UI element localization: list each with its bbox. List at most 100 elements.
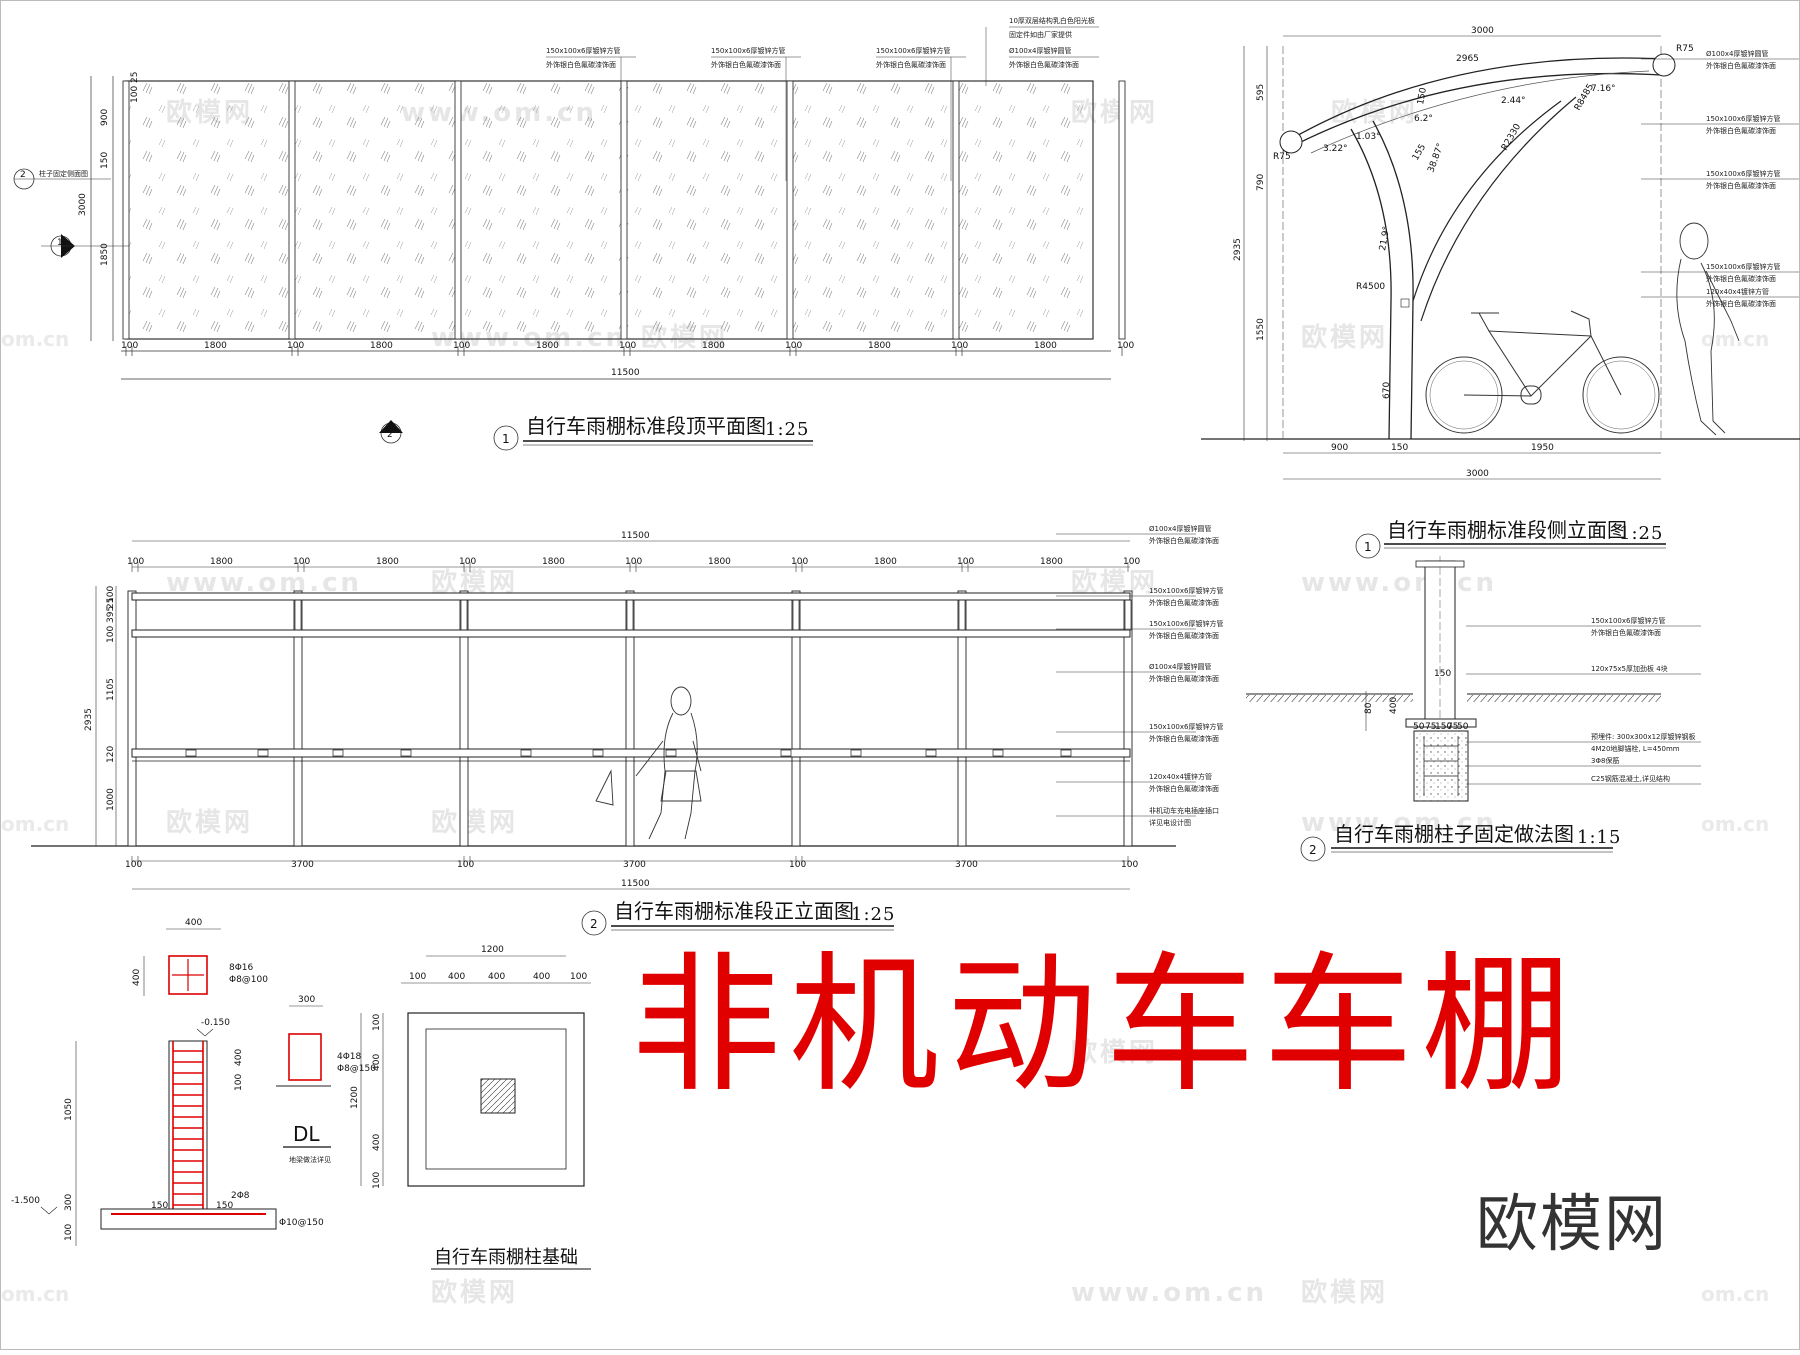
front-post xyxy=(791,590,801,847)
fs-beam-side-0: 400 xyxy=(234,1049,244,1066)
fs-beam-side-1: 100 xyxy=(234,1074,244,1091)
charging-socket xyxy=(400,749,412,757)
watermark-text: www.om.cn xyxy=(1301,568,1497,598)
plan-callout-line2: 外饰银白色氟碳漆饰面 xyxy=(546,60,616,69)
side-callout-line2: 外饰银白色氟碳漆饰面 xyxy=(1706,274,1776,283)
side-callout-line1: Ø100x4厚镀锌圆管 xyxy=(1706,49,1768,58)
front-callout-line2: 外饰银白色氟碳漆饰面 xyxy=(1149,784,1219,793)
side-left-dim-4: 670 xyxy=(1382,382,1392,399)
charging-socket xyxy=(992,749,1004,757)
plan-post xyxy=(122,80,130,340)
front-dim-left: 100 xyxy=(106,626,116,643)
front-dim-left: 2935 xyxy=(84,708,94,731)
side-callout-line2: 外饰银白色氟碳漆饰面 xyxy=(1706,181,1776,190)
front-dim-top: 100 xyxy=(293,557,310,567)
plan-post xyxy=(620,80,628,340)
side-top-dim-0: 3000 xyxy=(1471,26,1494,36)
front-callout-line1: Ø100x4厚镀锌圆管 xyxy=(1149,524,1211,533)
plan-dim-left-3: 1850 xyxy=(100,243,110,266)
fs-side-dim: 400 xyxy=(132,969,142,986)
front-callout-line2: 外饰银白色氟碳漆饰面 xyxy=(1149,631,1219,640)
side-angle-4: 1.03° xyxy=(1356,132,1381,142)
front-post xyxy=(1123,590,1133,847)
front-dim-bottom: 100 xyxy=(1121,860,1138,870)
front-dim-bottom: 3700 xyxy=(623,860,646,870)
front-post xyxy=(625,590,635,847)
fp-dim-top: 100 xyxy=(409,972,426,982)
front-dim-top: 100 xyxy=(957,557,974,567)
plan-dim-bottom: 1800 xyxy=(204,341,227,351)
fs-bottom-label-0: 150 xyxy=(151,1201,168,1211)
fixing-callout-line2: 4M20地脚锚栓, L=450mm xyxy=(1591,744,1680,753)
front-callout-line1: 非机动车充电插座插口 xyxy=(1149,806,1219,815)
fs-elev1: -0.150 xyxy=(201,1018,230,1028)
fixing-callout-line1: C25钢筋混凝土,详见结构 xyxy=(1591,774,1670,783)
fixing-dim: 150 xyxy=(1435,722,1452,732)
watermark-text: 欧模网 xyxy=(431,807,518,838)
watermark-text: www.om.cn xyxy=(1301,808,1497,838)
watermark-text: 欧模网 xyxy=(1071,1037,1158,1068)
side-top-dim-1: 2965 xyxy=(1456,54,1479,64)
plan-callout-line1: 150x100x6厚镀锌方管 xyxy=(546,46,620,55)
front-dim-left: 120 xyxy=(106,746,116,763)
front-callout-line1: 150x100x6厚镀锌方管 xyxy=(1149,619,1223,628)
charging-socket xyxy=(925,749,937,757)
section-mark-mid-num: 1 xyxy=(57,238,63,248)
fp-top-total: 1200 xyxy=(481,945,504,955)
side-title: 自行车雨棚标准段侧立面图 xyxy=(1387,518,1627,542)
side-callout-line1: 120x40x4镀锌方管 xyxy=(1706,287,1769,296)
plan-callout-line2: 外饰银白色氟碳漆饰面 xyxy=(876,60,946,69)
fs-beam-dim: 300 xyxy=(298,995,315,1005)
side-callout-line1: 150x100x6厚镀锌方管 xyxy=(1706,262,1780,271)
fp-dim-top: 400 xyxy=(533,972,550,982)
plan-dim-bottom: 100 xyxy=(1117,341,1134,351)
side-bottom-dim-2: 1950 xyxy=(1531,443,1554,453)
fs-left-dim-1: 300 xyxy=(64,1194,74,1211)
front-dim-top: 100 xyxy=(1123,557,1140,567)
bicycle-figure xyxy=(1425,310,1660,434)
fp-dim-top: 100 xyxy=(570,972,587,982)
fs-left-dim-2: 100 xyxy=(64,1224,74,1241)
plan-dim-bottom: 100 xyxy=(287,341,304,351)
side-left-dim-3: 1550 xyxy=(1256,318,1266,341)
fs-dl-note: 地梁做法详见 xyxy=(289,1155,331,1164)
front-dim-left: 1105 xyxy=(106,678,116,701)
plan-post xyxy=(786,80,794,340)
side-scale: 1:25 xyxy=(1619,523,1663,544)
side-radius-1: R75 xyxy=(1676,44,1694,54)
front-callout-line1: 120x40x4镀锌方管 xyxy=(1149,772,1212,781)
plan-post xyxy=(952,80,960,340)
fs-dl-label: DL xyxy=(293,1122,320,1146)
fixing-dim: 50 xyxy=(1413,722,1425,732)
front-dim-bottom: 100 xyxy=(457,860,474,870)
side-bottom-dim-0: 900 xyxy=(1331,443,1348,453)
front-callout-line2: 外饰银白色氟碳漆饰面 xyxy=(1149,598,1219,607)
side-radius-0: R75 xyxy=(1273,152,1291,162)
watermark-text: om.cn xyxy=(1701,1282,1769,1306)
charging-socket xyxy=(257,749,269,757)
plan-dim-bottom: 1800 xyxy=(702,341,725,351)
fs-rebar1a: 8Φ16 xyxy=(229,963,254,973)
plan-post xyxy=(454,80,462,340)
watermark-text: 欧模网 xyxy=(1301,322,1388,353)
fp-dim-top: 400 xyxy=(488,972,505,982)
fs-rebar2a: 4Φ18 xyxy=(337,1052,362,1062)
plan-top-small: 100 25 xyxy=(130,72,140,104)
front-post xyxy=(459,590,469,847)
plan-dim-left-1: 150 xyxy=(100,152,110,169)
side-angle-2: 2.44° xyxy=(1501,96,1526,106)
side-left-dim-2: 2935 xyxy=(1233,238,1243,261)
fixing-dim: 80 xyxy=(1364,702,1374,714)
side-callout-line2: 外饰银白色氟碳漆饰面 xyxy=(1706,61,1776,70)
fixing-scale: 1:15 xyxy=(1577,827,1621,848)
plan-dim-bottom: 100 xyxy=(785,341,802,351)
plan-post xyxy=(1118,80,1126,340)
side-angle-0: 7.16° xyxy=(1591,84,1616,94)
front-callout-line2: 详见电设计图 xyxy=(1149,818,1191,827)
front-dim-top: 100 xyxy=(459,557,476,567)
fs-rebar2b: Φ8@150 xyxy=(337,1064,376,1074)
